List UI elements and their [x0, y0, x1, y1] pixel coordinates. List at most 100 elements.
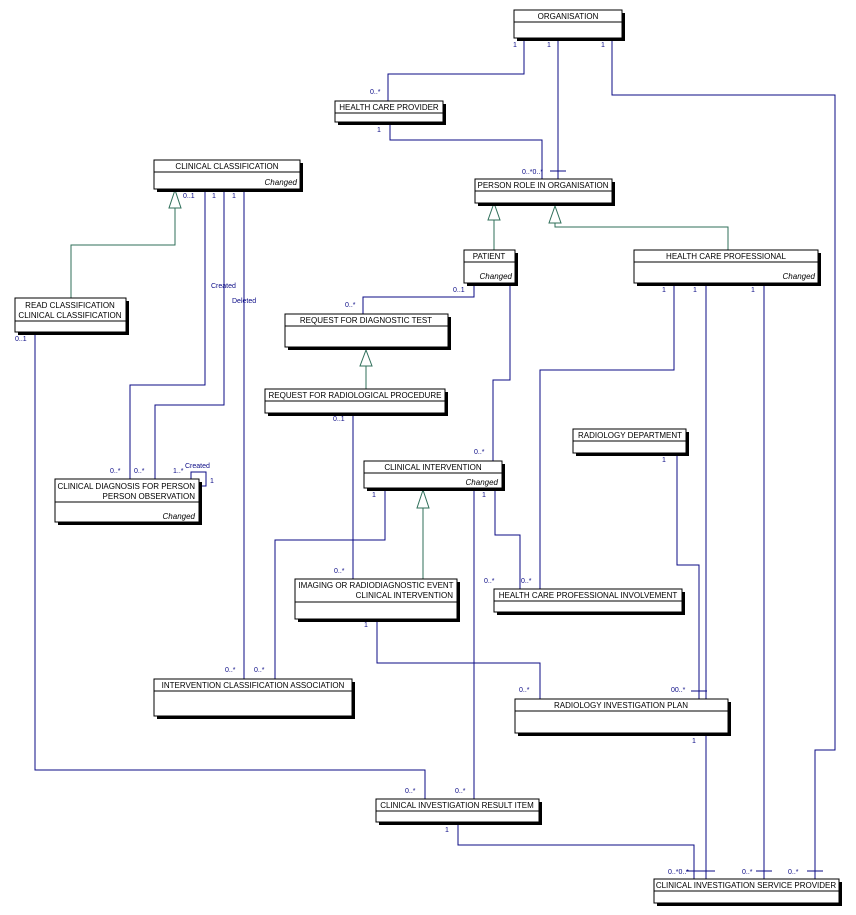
multiplicity: 0..*: [225, 667, 236, 674]
multiplicity: 1: [212, 193, 216, 200]
multiplicity: 0..*: [455, 788, 466, 795]
multiplicity: 1: [364, 622, 368, 629]
class-name: CLINICAL INVESTIGATION RESULT ITEM: [380, 801, 534, 810]
class-health-care-professional[interactable]: HEALTH CARE PROFESSIONAL Changed: [633, 249, 821, 286]
class-name: IMAGING OR RADIODIAGNOSTIC EVENT: [298, 581, 453, 590]
assoc-hcp-prio: [389, 122, 543, 179]
assoc-ie-rip: [376, 619, 541, 699]
multiplicity: 1: [601, 42, 605, 49]
class-clinical-intervention[interactable]: CLINICAL INTERVENTION Changed: [363, 460, 505, 491]
multiplicity: 1..*: [173, 468, 184, 475]
class-clinical-investigation-service-provider[interactable]: CLINICAL INVESTIGATION SERVICE PROVIDER: [653, 878, 842, 906]
multiplicity: 0..*: [345, 302, 356, 309]
class-name: RADIOLOGY INVESTIGATION PLAN: [554, 701, 688, 710]
assoc-org-cisp: [611, 38, 836, 879]
multiplicity: 0..1: [15, 336, 27, 343]
multiplicity: 1: [692, 738, 696, 745]
assoc-cc-cdp-a: [129, 189, 206, 479]
class-health-care-professional-involvement[interactable]: HEALTH CARE PROFESSIONAL INVOLVEMENT: [493, 588, 685, 615]
multiplicity: 1: [751, 287, 755, 294]
class-patient[interactable]: PATIENT Changed: [463, 249, 518, 286]
class-clinical-diagnosis-for-person[interactable]: CLINICAL DIAGNOSIS FOR PERSON PERSON OBS…: [54, 478, 202, 525]
class-name: READ CLASSIFICATION: [25, 301, 115, 310]
assoc-rd-rip: [676, 453, 700, 699]
multiplicity: 0..1: [183, 193, 195, 200]
class-person-role-in-organisation[interactable]: PERSON ROLE IN ORGANISATION: [474, 178, 615, 206]
multiplicity: 0..*: [474, 449, 485, 456]
assoc-cc-cdp-b: [154, 189, 225, 479]
multiplicity: 1: [210, 478, 214, 485]
multiplicity: 1: [482, 492, 486, 499]
class-radiology-investigation-plan[interactable]: RADIOLOGY INVESTIGATION PLAN: [514, 698, 731, 736]
assoc-ci-hcpi: [494, 488, 521, 589]
generalization-arrowheads: [168, 188, 562, 509]
assoc-ci-ica: [274, 488, 386, 679]
class-name: HEALTH CARE PROFESSIONAL: [666, 252, 786, 261]
class-name: REQUEST FOR DIAGNOSTIC TEST: [300, 316, 432, 325]
class-note: Changed: [480, 272, 513, 281]
class-intervention-classification-association[interactable]: INTERVENTION CLASSIFICATION ASSOCIATION: [153, 678, 355, 719]
multiplicity: 0..*: [788, 869, 799, 876]
class-name: PATIENT: [473, 252, 506, 261]
class-name: PERSON ROLE IN ORGANISATION: [478, 181, 609, 190]
class-name: REQUEST FOR RADIOLOGICAL PROCEDURE: [269, 391, 442, 400]
role-label: Created: [211, 283, 236, 290]
multiplicity: 00..*: [671, 687, 686, 694]
class-radiology-department[interactable]: RADIOLOGY DEPARTMENT: [572, 428, 689, 456]
multiplicity: 0..*: [134, 468, 145, 475]
multiplicity: 1: [547, 42, 551, 49]
multiplicity: 0..*: [519, 687, 530, 694]
multiplicity: 1: [662, 457, 666, 464]
class-note: Changed: [466, 478, 499, 487]
assoc-patient-rfdt: [362, 283, 475, 314]
assoc-org-hcp: [387, 38, 525, 101]
multiplicity: 0..1: [453, 287, 465, 294]
role-label: Created: [185, 463, 210, 470]
association-bar-markers: [550, 170, 823, 872]
class-name: INTERVENTION CLASSIFICATION ASSOCIATION: [162, 681, 345, 690]
class-read-classification[interactable]: READ CLASSIFICATION CLINICAL CLASSIFICAT…: [14, 297, 129, 335]
multiplicity: 0..*: [370, 89, 381, 96]
multiplicity: 1: [232, 193, 236, 200]
class-health-care-provider[interactable]: HEALTH CARE PROVIDER: [334, 100, 446, 125]
multiplicity: 0..*0..*: [522, 169, 543, 176]
class-name: CLINICAL INVESTIGATION SERVICE PROVIDER: [656, 881, 837, 890]
assoc-patient-ci: [492, 283, 511, 461]
class-name: ORGANISATION: [538, 12, 599, 21]
assoc-ciri-cisp: [457, 822, 695, 879]
class-name: CLINICAL CLASSIFICATION: [175, 162, 278, 171]
class-name: HEALTH CARE PROFESSIONAL INVOLVEMENT: [499, 591, 678, 600]
class-name: CLINICAL DIAGNOSIS FOR PERSON: [57, 482, 195, 491]
role-label: Deleted: [232, 298, 256, 305]
multiplicity-labels: 1 1 1 0..* 1 0..*0..* 0..1 1 1 0..1 0..1…: [15, 42, 799, 876]
association-lines: [34, 38, 836, 879]
class-clinical-classification[interactable]: CLINICAL CLASSIFICATION Changed: [153, 159, 303, 192]
class-boxes: ORGANISATION HEALTH CARE PROVIDER CLINIC…: [14, 9, 842, 906]
multiplicity: 1: [513, 42, 517, 49]
class-request-for-radiological-procedure[interactable]: REQUEST FOR RADIOLOGICAL PROCEDURE: [264, 388, 448, 416]
class-name: CLINICAL INTERVENTION: [384, 463, 482, 472]
class-name-2: PERSON OBSERVATION: [103, 492, 196, 501]
multiplicity: 0..*: [521, 578, 532, 585]
multiplicity: 1: [693, 287, 697, 294]
multiplicity: 1: [372, 492, 376, 499]
class-imaging-or-radiodiagnostic-event[interactable]: IMAGING OR RADIODIAGNOSTIC EVENT CLINICA…: [294, 578, 460, 622]
multiplicity: 0..*: [405, 788, 416, 795]
class-note: Changed: [163, 512, 196, 521]
class-clinical-investigation-result-item[interactable]: CLINICAL INVESTIGATION RESULT ITEM: [375, 798, 542, 825]
class-request-for-diagnostic-test[interactable]: REQUEST FOR DIAGNOSTIC TEST: [284, 313, 451, 350]
class-name: RADIOLOGY DEPARTMENT: [578, 431, 682, 440]
assoc-cdp-self: [190, 471, 207, 487]
class-note: Changed: [265, 178, 298, 187]
multiplicity: 0..1: [333, 416, 345, 423]
assoc-rc-ciri: [34, 332, 426, 799]
class-organisation[interactable]: ORGANISATION: [513, 9, 625, 41]
multiplicity: 0..*0..*: [668, 869, 689, 876]
multiplicity: 0..*: [484, 578, 495, 585]
multiplicity: 0..*: [110, 468, 121, 475]
multiplicity: 1: [662, 287, 666, 294]
assoc-prof-hcpi: [539, 283, 675, 589]
class-name-2: CLINICAL INTERVENTION: [356, 591, 454, 600]
multiplicity: 0..*: [254, 667, 265, 674]
